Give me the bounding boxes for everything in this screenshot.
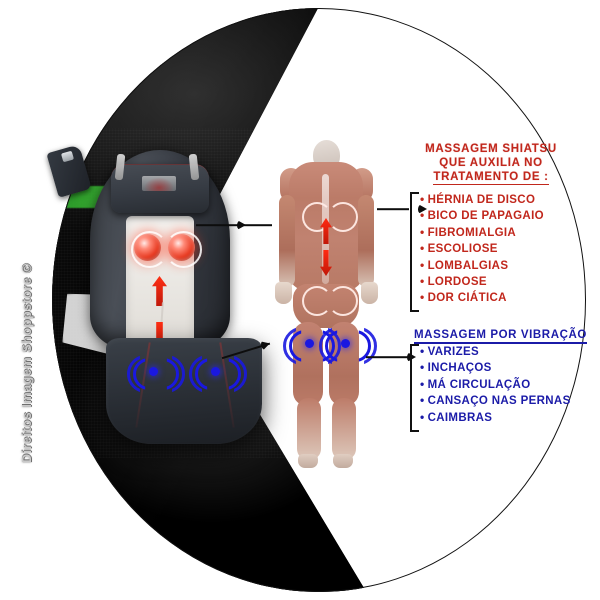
shiatsu-list-bracket <box>410 192 419 312</box>
human-anatomy-back-view <box>272 140 380 470</box>
figure-calf-left <box>297 398 321 460</box>
brand-logo <box>142 176 176 191</box>
shiatsu-node-ring-upper-right <box>165 231 202 268</box>
vibration-waves-icon-thigh-right <box>319 327 377 365</box>
wave-outer-left <box>189 355 202 393</box>
list-item: DOR CIÁTICA <box>420 290 590 306</box>
vibration-waves-icon-seat-left <box>127 355 185 393</box>
list-item: FIBROMIALGIA <box>420 225 590 241</box>
arrow-shaft <box>196 224 272 226</box>
vibration-core-left <box>305 339 314 348</box>
vibration-title: MASSAGEM POR VIBRAÇÃO <box>414 329 587 344</box>
vibration-core-left <box>149 367 158 376</box>
figure-arm-left <box>279 195 295 287</box>
list-item: ESCOLIOSE <box>420 241 590 257</box>
shiatsu-node-upper-right <box>168 234 195 261</box>
list-item: VARIZES <box>420 344 595 360</box>
headrest-strap-right <box>188 153 200 181</box>
shiatsu-benefits-group: HÉRNIA DE DISCO BICO DE PAPAGAIO FIBROMI… <box>410 192 590 312</box>
figure-calf-right <box>332 398 356 460</box>
figure-foot-right <box>333 454 353 468</box>
vibration-section: MASSAGEM POR VIBRAÇÃO <box>414 325 594 344</box>
arrow-shaft <box>377 208 409 210</box>
list-item: MÁ CIRCULAÇÃO <box>420 377 595 393</box>
shiatsu-title-line-2: QUE AUXILIA NO <box>439 157 543 169</box>
massage-chair-product[interactable] <box>46 142 262 472</box>
body-shiatsu-zone-upper-left <box>302 202 332 232</box>
arrow-head <box>237 220 246 230</box>
body-shiatsu-zone-lower-right <box>328 286 358 316</box>
body-shiatsu-zone-upper-right <box>328 202 358 232</box>
list-item: HÉRNIA DE DISCO <box>420 192 590 208</box>
vibration-benefits-list: VARIZES INCHAÇOS MÁ CIRCULAÇÃO CANSAÇO N… <box>410 344 595 426</box>
pointer-arrow-chair-to-body <box>196 219 280 231</box>
vibration-core-right <box>341 339 350 348</box>
figure-foot-left <box>298 454 318 468</box>
shiatsu-title: MASSAGEM SHIATSU QUE AUXILIA NO TRATAMEN… <box>402 142 580 185</box>
shiatsu-title-line-1: MASSAGEM SHIATSU <box>425 143 557 155</box>
wave-outer-left <box>127 355 140 393</box>
chair-seat <box>106 338 262 444</box>
figure-arm-right <box>358 195 374 287</box>
body-shiatsu-zone-lower-left <box>302 286 332 316</box>
arrow-head <box>259 338 272 351</box>
list-item: INCHAÇOS <box>420 360 595 376</box>
shiatsu-benefits-list: HÉRNIA DE DISCO BICO DE PAPAGAIO FIBROMI… <box>410 192 590 307</box>
figure-hand-right <box>361 282 378 304</box>
vibration-list-bracket <box>410 344 419 432</box>
shiatsu-title-line-3: TRATAMENTO DE : <box>433 171 549 185</box>
shiatsu-section: MASSAGEM SHIATSU QUE AUXILIA NO TRATAMEN… <box>402 142 580 185</box>
figure-hand-left <box>275 282 292 304</box>
list-item: LORDOSE <box>420 274 590 290</box>
copyright-watermark: Direitos Imagem Shoppstore © <box>20 263 34 463</box>
list-item: CANSAÇO NAS PERNAS <box>420 393 595 409</box>
pointer-arrow-legs-to-vibration-list <box>366 351 416 363</box>
list-item: BICO DE PAPAGAIO <box>420 208 590 224</box>
list-item: CAIMBRAS <box>420 410 595 426</box>
vibration-core-right <box>211 367 220 376</box>
shiatsu-node-ring-upper-left <box>131 231 168 268</box>
list-item: LOMBALGIAS <box>420 258 590 274</box>
arrow-shaft <box>366 356 408 358</box>
vibration-benefits-group: VARIZES INCHAÇOS MÁ CIRCULAÇÃO CANSAÇO N… <box>410 344 595 432</box>
